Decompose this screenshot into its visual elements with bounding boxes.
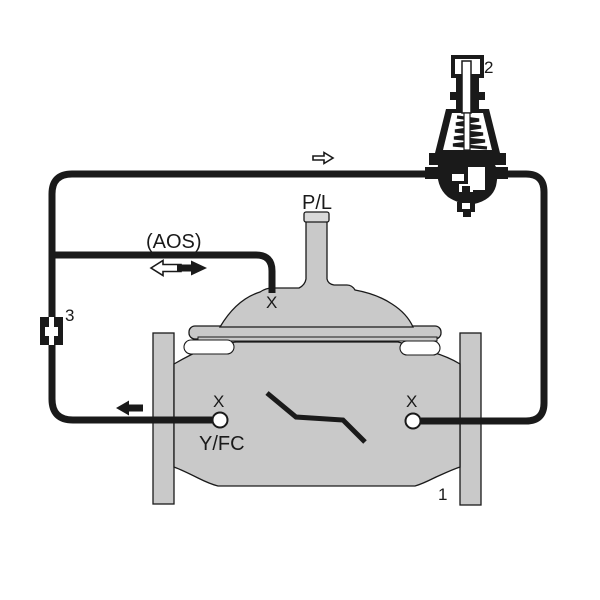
tubing-aos-branch xyxy=(52,251,276,293)
left-port-label: X xyxy=(213,392,224,411)
fitting-right-bar xyxy=(54,317,63,345)
valve-disc-line xyxy=(265,391,367,444)
valve-right-cutout xyxy=(399,340,441,356)
aos-label: (AOS) xyxy=(146,231,202,253)
flow-direction-right-arrow-icon xyxy=(312,151,335,165)
pilot-right-wing xyxy=(495,167,508,179)
pilot-valve xyxy=(425,55,508,217)
fitting-left-bar xyxy=(40,317,49,345)
pilot-bottom-cavity xyxy=(462,203,470,209)
valve-bonnet-dome xyxy=(218,220,415,328)
aos-left-outline-arrow-icon xyxy=(149,259,182,277)
pilot-stem-upper xyxy=(461,60,472,114)
left-port-sublabel: Y/FC xyxy=(199,433,245,455)
fitting-pipe-gap xyxy=(46,317,57,345)
pilot-stem-lower xyxy=(463,112,471,151)
pilot-flange xyxy=(429,153,506,165)
fitting-number-label: 3 xyxy=(65,306,74,325)
right-port-label: X xyxy=(406,392,417,411)
main-valve-number-label: 1 xyxy=(438,485,447,504)
pl-stem-cap xyxy=(303,211,330,223)
cover-port-label: X xyxy=(266,293,277,312)
right-port-circle xyxy=(404,412,422,430)
pilot-bottom-stub xyxy=(463,212,471,217)
aos-right-solid-arrow-icon xyxy=(177,260,207,276)
valve-left-cutout xyxy=(183,339,235,355)
left-port-circle xyxy=(211,411,229,429)
fitting-3 xyxy=(40,317,63,345)
pilot-cavity-left xyxy=(452,174,464,181)
control-tubing xyxy=(48,170,548,425)
tubing-left-loop xyxy=(48,170,442,424)
pressure-line-label: P/L xyxy=(302,192,332,214)
pilot-left-wing xyxy=(425,167,439,179)
return-flow-left-arrow-icon xyxy=(116,400,143,416)
pilot-seat xyxy=(462,186,470,200)
aos-bidirectional-arrow-icon xyxy=(149,259,207,277)
main-valve xyxy=(152,211,482,506)
valve-bonnet-lip xyxy=(197,336,438,342)
pilot-valve-number-label: 2 xyxy=(484,58,493,77)
fitting-right-notch xyxy=(54,327,58,336)
fitting-left-notch xyxy=(45,327,49,336)
tubing-right-loop xyxy=(421,170,548,425)
